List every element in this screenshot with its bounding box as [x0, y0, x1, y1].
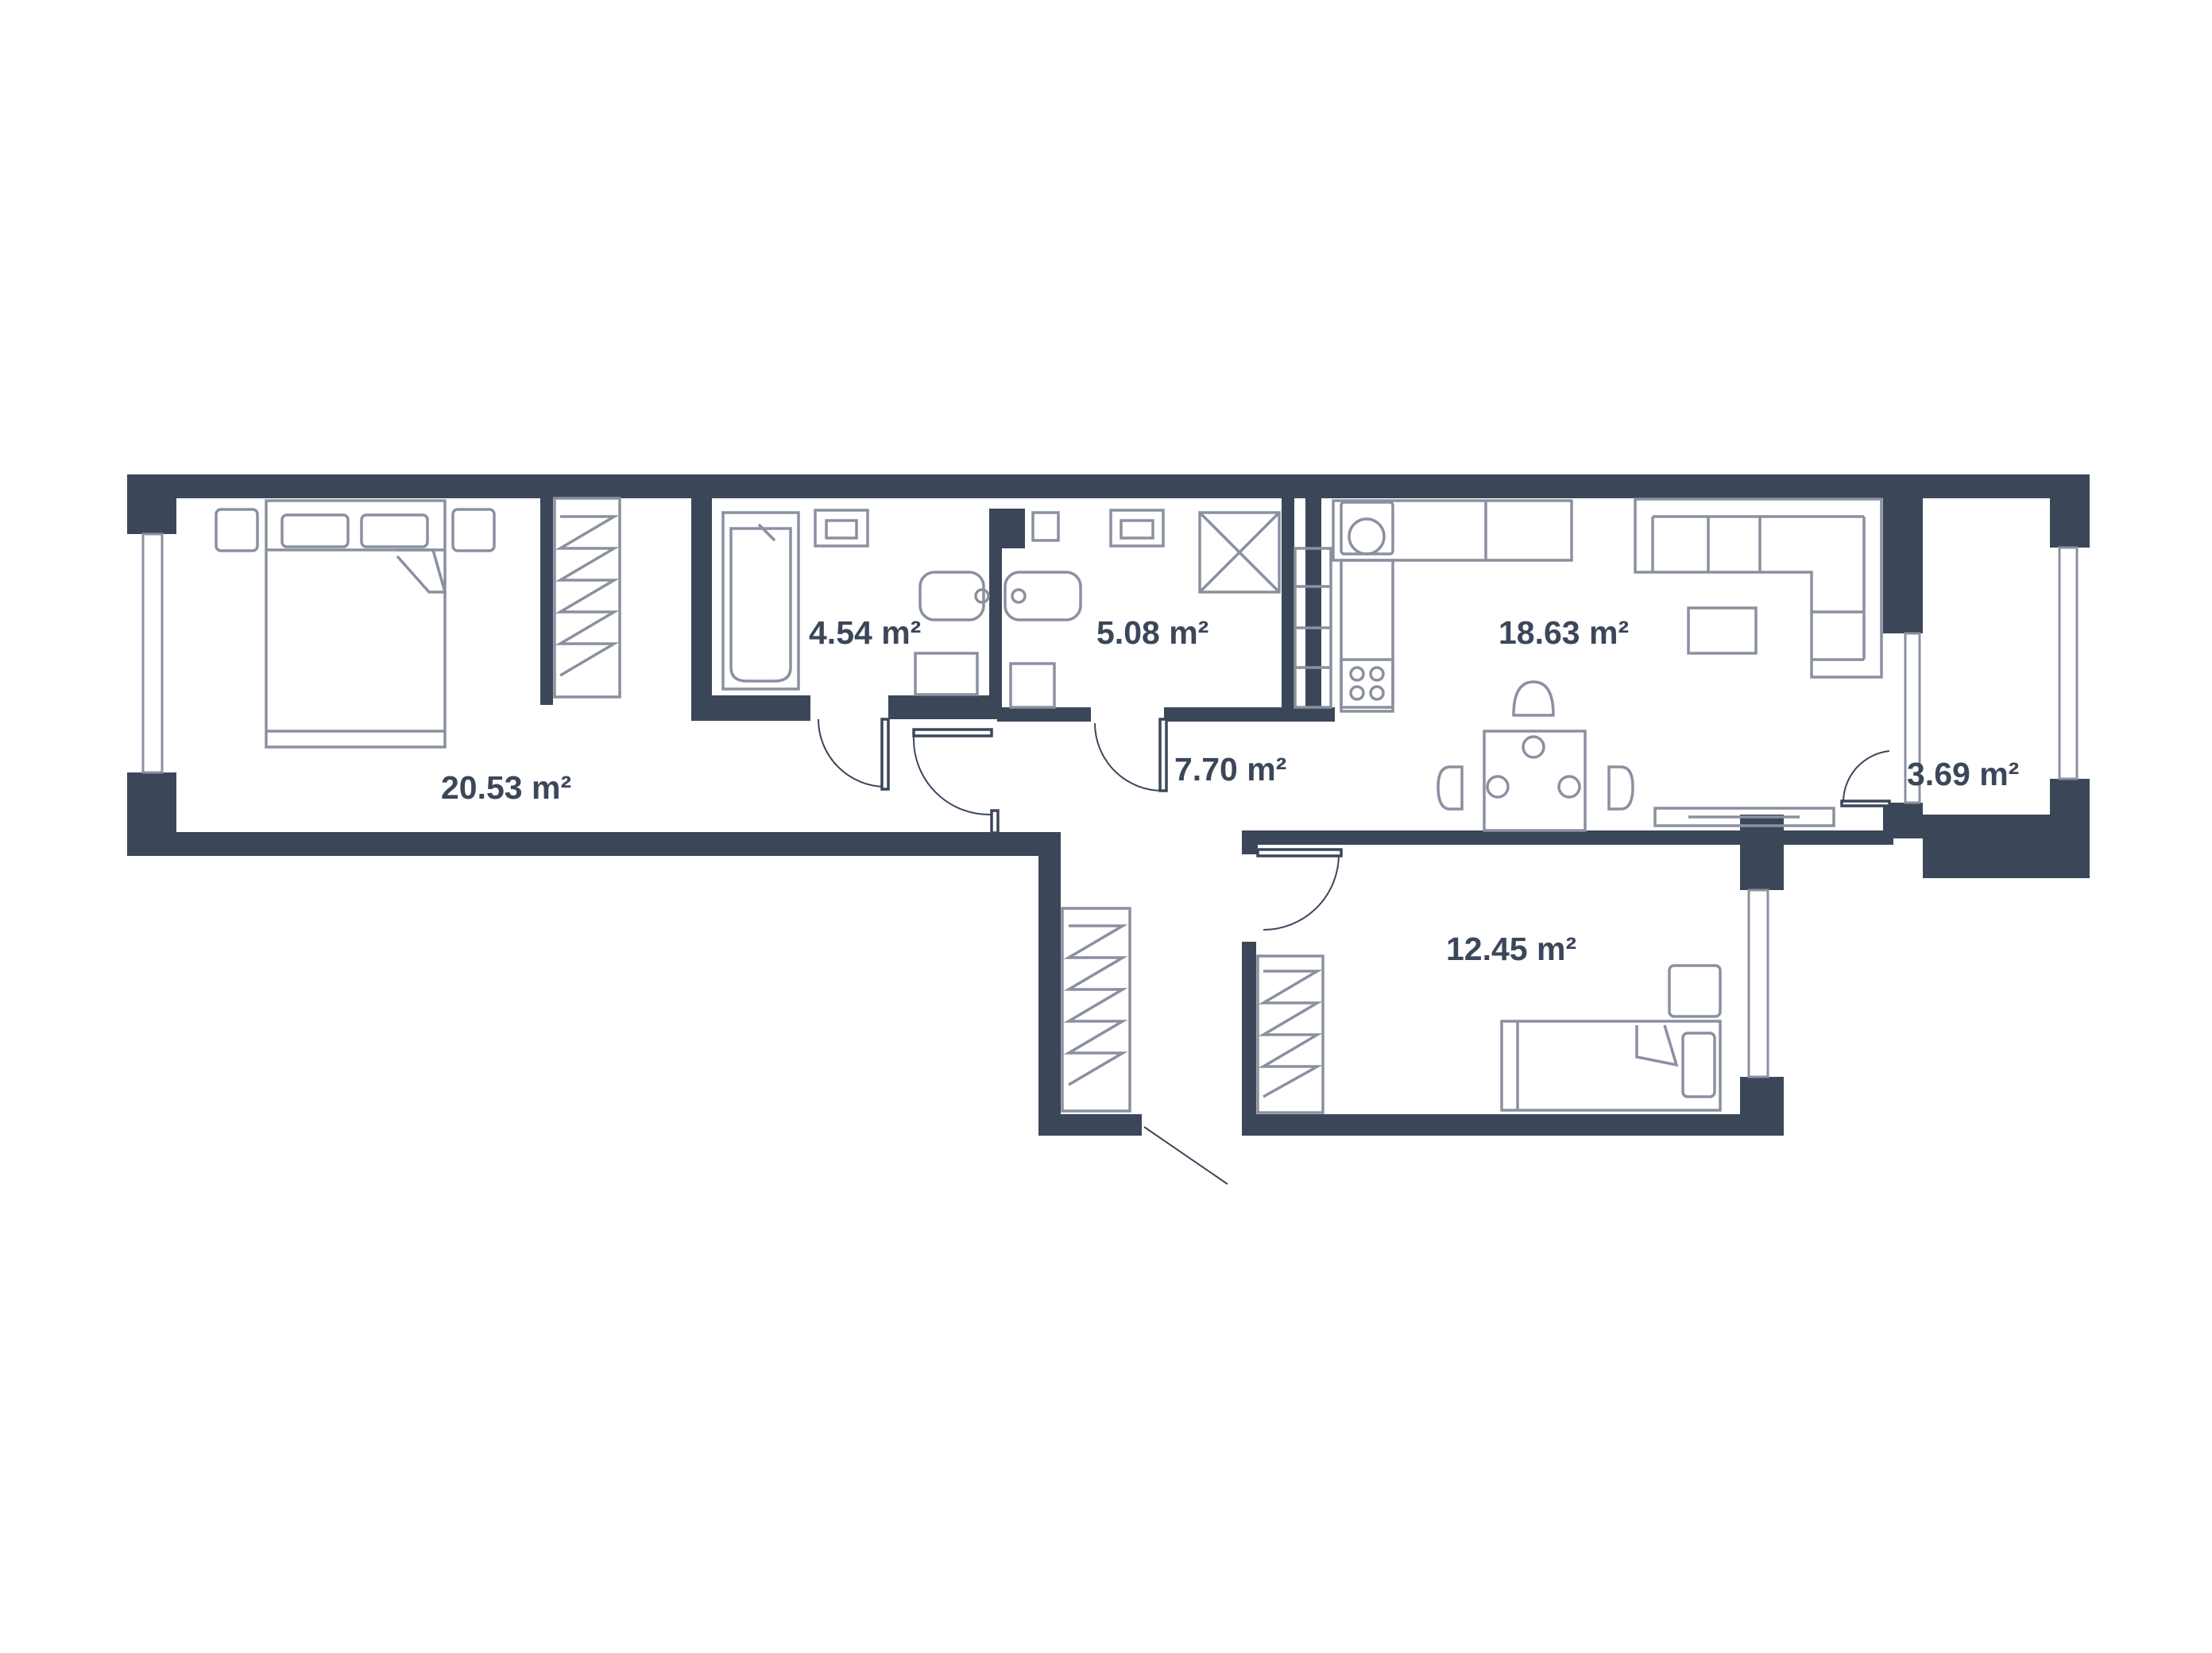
shower-icon — [1198, 511, 1281, 594]
area-label-second-bedroom: 12.45 m² — [1446, 931, 1576, 967]
wardrobe-icon — [553, 497, 621, 699]
area-label-bathroom: 4.54 m² — [809, 614, 921, 651]
entrance-door — [1143, 1126, 1228, 1185]
door-bathroom — [818, 718, 887, 788]
doors — [818, 718, 1891, 1185]
window-balcony-right — [2058, 546, 2079, 780]
washer-icon — [914, 652, 979, 696]
window-balcony-door — [1904, 632, 1921, 804]
walls — [127, 474, 2090, 1136]
window-second-bedroom — [1747, 888, 1769, 1078]
coffee-table-icon — [1687, 606, 1758, 655]
window-bedroom — [141, 532, 164, 774]
area-label-bedroom: 20.53 m² — [441, 769, 571, 806]
area-label-kitchen: 18.63 m² — [1499, 614, 1629, 651]
door-bedroom2 — [1263, 854, 1340, 931]
bathtub-icon — [721, 511, 800, 691]
sink-icon — [814, 509, 869, 548]
area-label-wc: 5.08 m² — [1096, 614, 1208, 651]
toilet-icon — [918, 571, 1082, 621]
bedroom2-wardrobe-icon — [1256, 954, 1324, 1114]
door-hall — [912, 736, 992, 816]
windows — [141, 532, 2079, 1078]
furniture — [215, 497, 1883, 1114]
door-balcony — [1842, 750, 1890, 805]
tv-icon — [1653, 807, 1835, 827]
dining-table-icon — [1437, 680, 1634, 832]
sofa-icon — [1634, 497, 1883, 679]
double-bed-icon — [215, 499, 496, 749]
single-bed-icon — [1500, 964, 1722, 1112]
area-label-hall: 7.70 m² — [1174, 751, 1286, 788]
area-label-balcony: 3.69 m² — [1907, 756, 2019, 792]
kitchen-cabinets-icon — [1294, 499, 1573, 713]
hall-wardrobe-icon — [1061, 907, 1131, 1113]
area-labels: 20.53 m² 4.54 m² 5.08 m² 7.70 m² 18.63 m… — [441, 614, 2019, 967]
door-wc — [1094, 722, 1163, 792]
